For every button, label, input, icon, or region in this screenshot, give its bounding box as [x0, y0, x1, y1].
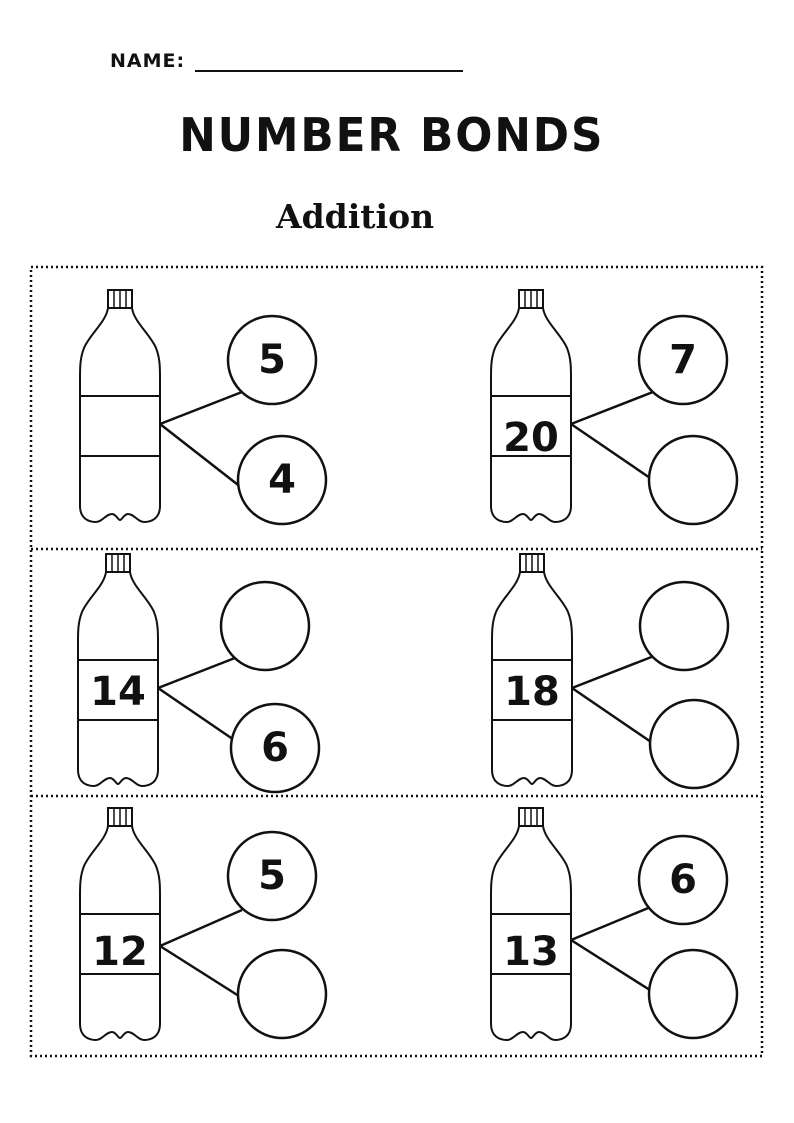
- top-part-circle[interactable]: [226, 830, 318, 922]
- top-part-value: 5: [258, 853, 286, 899]
- page-title: NUMBER BONDS: [179, 108, 605, 162]
- name-label: NAME:: [110, 50, 186, 72]
- top-part-value: 7: [669, 337, 697, 383]
- bottom-part-value: 6: [261, 725, 289, 771]
- top-part-circle[interactable]: [226, 314, 318, 406]
- page-subtitle: Addition: [276, 197, 435, 236]
- bottom-part-circle[interactable]: [647, 434, 739, 526]
- worksheet-border: [29, 265, 764, 1058]
- top-part-circle[interactable]: [638, 580, 730, 672]
- top-part-value: 5: [258, 337, 286, 383]
- name-field-line[interactable]: [195, 50, 464, 72]
- number-bond-4: 18: [491, 553, 740, 790]
- number-bond-5: 12 5: [79, 807, 328, 1041]
- number-bond-2: 20 7: [490, 289, 739, 526]
- bottom-part-circle[interactable]: [236, 434, 328, 526]
- bottle-icon: [79, 289, 161, 523]
- bottle-icon: [490, 807, 572, 1041]
- bottom-part-value: 4: [268, 457, 296, 503]
- whole-value: 14: [90, 669, 146, 715]
- top-part-value: 6: [669, 857, 697, 903]
- bottle-icon: [79, 807, 161, 1041]
- bottom-part-circle[interactable]: [647, 948, 739, 1040]
- top-part-circle[interactable]: [637, 834, 729, 926]
- name-row: NAME:: [110, 50, 464, 72]
- bottle-icon: [490, 289, 572, 523]
- top-part-circle[interactable]: [219, 580, 311, 672]
- number-bond-6: 13 6: [490, 807, 739, 1041]
- number-bond-3: 14 6: [77, 553, 321, 794]
- bottom-part-circle[interactable]: [236, 948, 328, 1040]
- top-part-circle[interactable]: [637, 314, 729, 406]
- whole-value: 12: [92, 929, 148, 975]
- number-bond-1: 5 4: [79, 289, 328, 526]
- whole-value: 18: [504, 669, 560, 715]
- whole-value: 13: [503, 929, 559, 975]
- bottom-part-circle[interactable]: [648, 698, 740, 790]
- whole-value: 20: [503, 415, 559, 461]
- bottom-part-circle[interactable]: [229, 702, 321, 794]
